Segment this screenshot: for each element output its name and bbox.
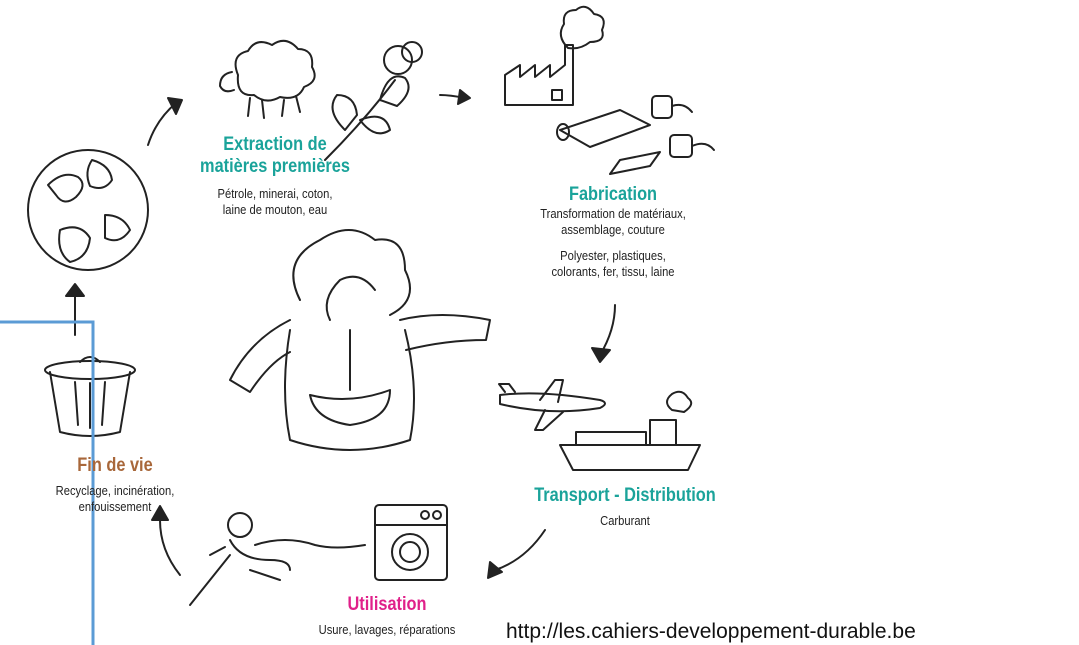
fabrication-materials-line2: colorants, fer, tissu, laine bbox=[551, 264, 675, 279]
fabrication-stage: Fabrication Transformation de matériaux,… bbox=[508, 184, 718, 280]
fin-de-vie-title: Fin de vie bbox=[77, 455, 153, 476]
fin-de-vie-desc-line1: Recyclage, incinération, bbox=[55, 483, 175, 498]
washing-machine-icon bbox=[374, 504, 448, 581]
transport-stage: Transport - Distribution Carburant bbox=[495, 485, 755, 529]
skier-icon bbox=[189, 512, 366, 606]
cotton-plant-icon bbox=[324, 41, 423, 161]
extraction-desc-line1: Pétrole, minerai, coton, bbox=[217, 186, 333, 201]
fabrication-desc-line2: assemblage, couture bbox=[561, 222, 665, 237]
extraction-title-line2: matières premières bbox=[200, 156, 350, 177]
fabric-roll-icon bbox=[556, 109, 661, 175]
fabrication-desc-line1: Transformation de matériaux, bbox=[540, 206, 686, 221]
factory-icon bbox=[504, 5, 605, 106]
overlay-line bbox=[0, 320, 95, 645]
extraction-desc-line2: laine de mouton, eau bbox=[222, 202, 328, 217]
fin-de-vie-stage: Fin de vie Recyclage, incinération, enfo… bbox=[20, 455, 210, 515]
globe-icon bbox=[27, 149, 149, 271]
sheep-icon bbox=[219, 39, 316, 119]
utilisation-desc: Usure, lavages, réparations bbox=[318, 622, 456, 637]
cycle-arrows bbox=[65, 89, 616, 579]
utilisation-title: Utilisation bbox=[347, 594, 427, 615]
fabrication-materials-line1: Polyester, plastiques, bbox=[560, 248, 666, 263]
utilisation-stage: Utilisation Usure, lavages, réparations bbox=[282, 594, 492, 638]
extraction-stage: Extraction de matières premières Pétrole… bbox=[180, 134, 370, 218]
transport-desc: Carburant bbox=[600, 513, 650, 528]
sweater-icon bbox=[229, 229, 491, 451]
fabrication-title: Fabrication bbox=[568, 184, 658, 205]
ship-icon bbox=[559, 390, 701, 471]
transport-title: Transport - Distribution bbox=[534, 485, 716, 506]
extraction-title-line1: Extraction de bbox=[223, 134, 327, 155]
airplane-icon bbox=[498, 379, 606, 431]
source-url: http://les.cahiers-developpement-durable… bbox=[506, 620, 916, 643]
trash-bin-icon bbox=[44, 356, 136, 437]
fin-de-vie-desc-line2: enfouissement bbox=[78, 499, 152, 514]
thread-spool-icon bbox=[651, 95, 715, 158]
